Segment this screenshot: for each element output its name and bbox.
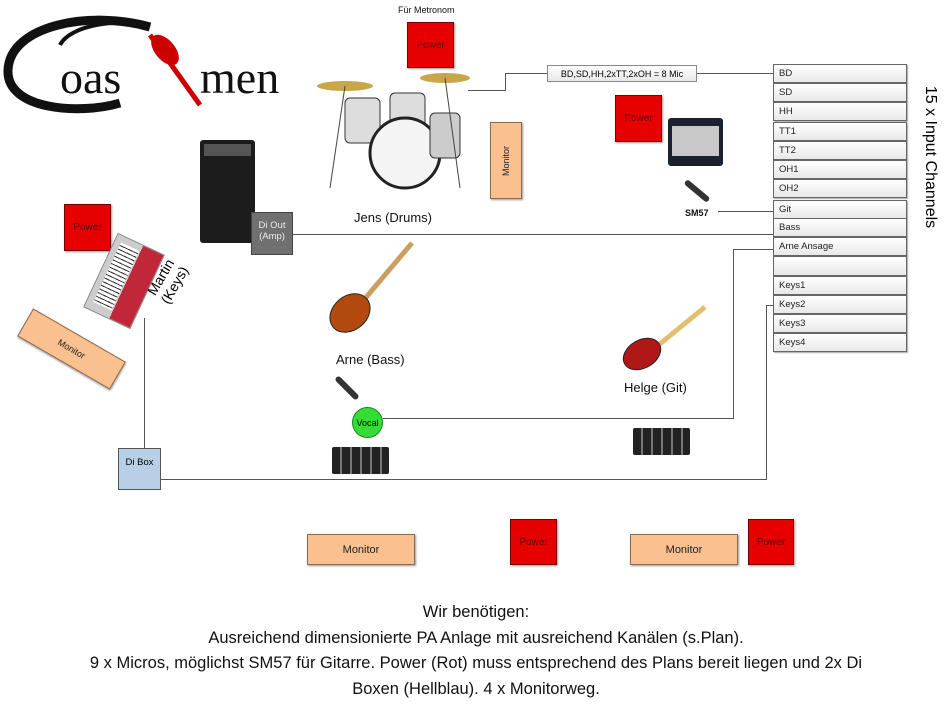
di-box: Di Box bbox=[118, 448, 161, 490]
cable bbox=[766, 305, 773, 306]
pedalboard-image bbox=[332, 447, 389, 474]
di-box-label: Di Box bbox=[125, 457, 154, 468]
sm57-mic-icon bbox=[683, 179, 711, 203]
input-channel: TT1 bbox=[773, 122, 907, 141]
input-channel: Keys4 bbox=[773, 333, 907, 352]
input-channel: Keys1 bbox=[773, 276, 907, 295]
cable bbox=[733, 249, 734, 419]
drums-caption: Jens (Drums) bbox=[354, 210, 433, 225]
input-channel: HH bbox=[773, 102, 907, 121]
vocal-label: Vocal bbox=[356, 418, 379, 428]
input-channel: OH2 bbox=[773, 179, 907, 198]
bass-amp-image bbox=[200, 140, 255, 243]
notes-line: Wir benötigen: bbox=[422, 603, 530, 621]
notes-line: Ausreichend dimensionierte PA Anlage mit… bbox=[208, 628, 744, 647]
cable bbox=[293, 234, 773, 235]
input-channel: Git bbox=[773, 200, 907, 219]
cable bbox=[733, 249, 773, 250]
monitor-drums: Monitor bbox=[490, 122, 522, 199]
input-channel: Keys2 bbox=[773, 295, 907, 314]
drum-kit-image bbox=[310, 68, 470, 193]
logo: oas men bbox=[0, 15, 290, 115]
power-front-center: Power bbox=[510, 519, 557, 565]
requirements-notes: Wir benötigen: Ausreichend dimensioniert… bbox=[0, 600, 952, 702]
monitor-keys: Monitor bbox=[17, 308, 126, 390]
power-front-right: Power bbox=[748, 519, 794, 565]
vocal-mic-icon bbox=[334, 375, 360, 401]
monitor-front-left: Monitor bbox=[307, 534, 415, 565]
guitar-caption: Helge (Git) bbox=[624, 380, 687, 395]
bass-guitar-image bbox=[322, 238, 417, 338]
monitor-front-right: Monitor bbox=[630, 534, 738, 565]
notes-line: Boxen (Hellblau). 4 x Monitorweg. bbox=[352, 679, 600, 698]
monitor-label: Monitor bbox=[55, 337, 87, 361]
notes-line: 9 x Micros, möglichst SM57 für Gitarre. … bbox=[89, 654, 863, 672]
svg-text:oas: oas bbox=[60, 52, 121, 103]
svg-text:men: men bbox=[200, 52, 279, 103]
input-channel: SD bbox=[773, 83, 907, 102]
channels-title: 15 x Input Channels bbox=[922, 85, 939, 229]
bass-caption: Arne (Bass) bbox=[336, 352, 405, 367]
cable bbox=[468, 90, 505, 91]
logo-graphic: oas men bbox=[3, 15, 279, 114]
power-metronome: Power bbox=[407, 22, 454, 68]
cable bbox=[718, 211, 773, 212]
guitar-amp-image bbox=[668, 118, 723, 166]
metronome-label: Für Metronom bbox=[398, 5, 455, 15]
cable bbox=[161, 479, 767, 480]
sm57-label: SM57 bbox=[685, 208, 709, 218]
cable bbox=[505, 73, 547, 74]
pedalboard-image bbox=[633, 428, 690, 455]
drum-mic-label: BD,SD,HH,2xTT,2xOH = 8 Mic bbox=[547, 65, 697, 82]
input-channel: Bass bbox=[773, 218, 907, 237]
electric-guitar-image bbox=[620, 302, 710, 377]
power-keys: Power bbox=[64, 204, 111, 251]
di-out-label: Di Out (Amp) bbox=[258, 220, 286, 242]
input-channel: Arne Ansage bbox=[773, 237, 907, 256]
input-channel bbox=[773, 256, 907, 276]
monitor-label: Monitor bbox=[501, 145, 512, 176]
cable bbox=[505, 73, 506, 91]
input-channel: BD bbox=[773, 64, 907, 83]
input-channel: Keys3 bbox=[773, 314, 907, 333]
input-channel: TT2 bbox=[773, 141, 907, 160]
cable bbox=[766, 305, 767, 480]
input-channel: OH1 bbox=[773, 160, 907, 179]
cable bbox=[697, 73, 773, 74]
cable bbox=[144, 318, 145, 449]
di-out-box: Di Out (Amp) bbox=[251, 212, 293, 255]
power-guitar: Power bbox=[615, 95, 662, 142]
cable bbox=[383, 418, 734, 419]
vocal-mic-marker: Vocal bbox=[352, 407, 383, 438]
